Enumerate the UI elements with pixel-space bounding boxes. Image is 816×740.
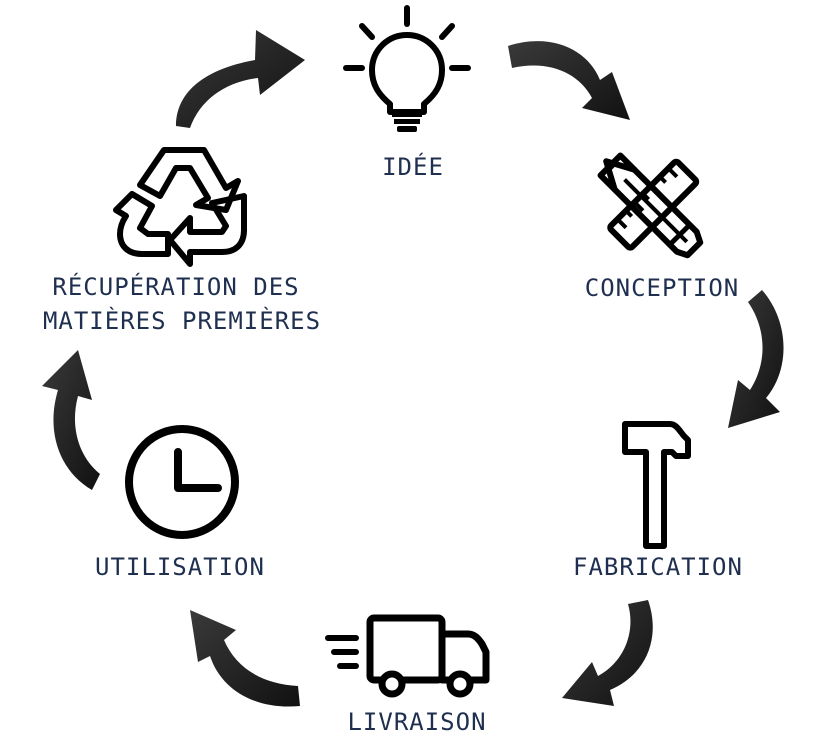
recycle-icon xyxy=(113,147,247,267)
step-label-fabrication: FABRICATION xyxy=(573,553,743,581)
step-label-recuperation-line1: RÉCUPÉRATION DES xyxy=(52,272,299,301)
step-label-idee: IDÉE xyxy=(382,152,444,181)
arrow-utilisation-to-recup xyxy=(42,350,100,490)
arrow-recup-to-idee xyxy=(176,30,305,128)
step-label-conception: CONCEPTION xyxy=(585,274,740,302)
arrow-conception-to-fabrication xyxy=(728,290,784,428)
delivery-truck-icon xyxy=(325,614,490,698)
lightbulb-icon xyxy=(343,5,471,132)
pencil-ruler-icon xyxy=(597,152,704,259)
arrow-livraison-to-utilisation xyxy=(190,610,300,707)
hammer-icon xyxy=(622,421,691,549)
arrow-idee-to-conception xyxy=(508,41,630,120)
step-label-livraison: LIVRAISON xyxy=(347,708,486,736)
step-label-utilisation: UTILISATION xyxy=(95,553,265,581)
arrow-fabrication-to-livraison xyxy=(562,600,653,706)
step-label-recuperation-line2: MATIÈRES PREMIÈRES xyxy=(43,306,321,335)
clock-icon xyxy=(125,425,239,539)
